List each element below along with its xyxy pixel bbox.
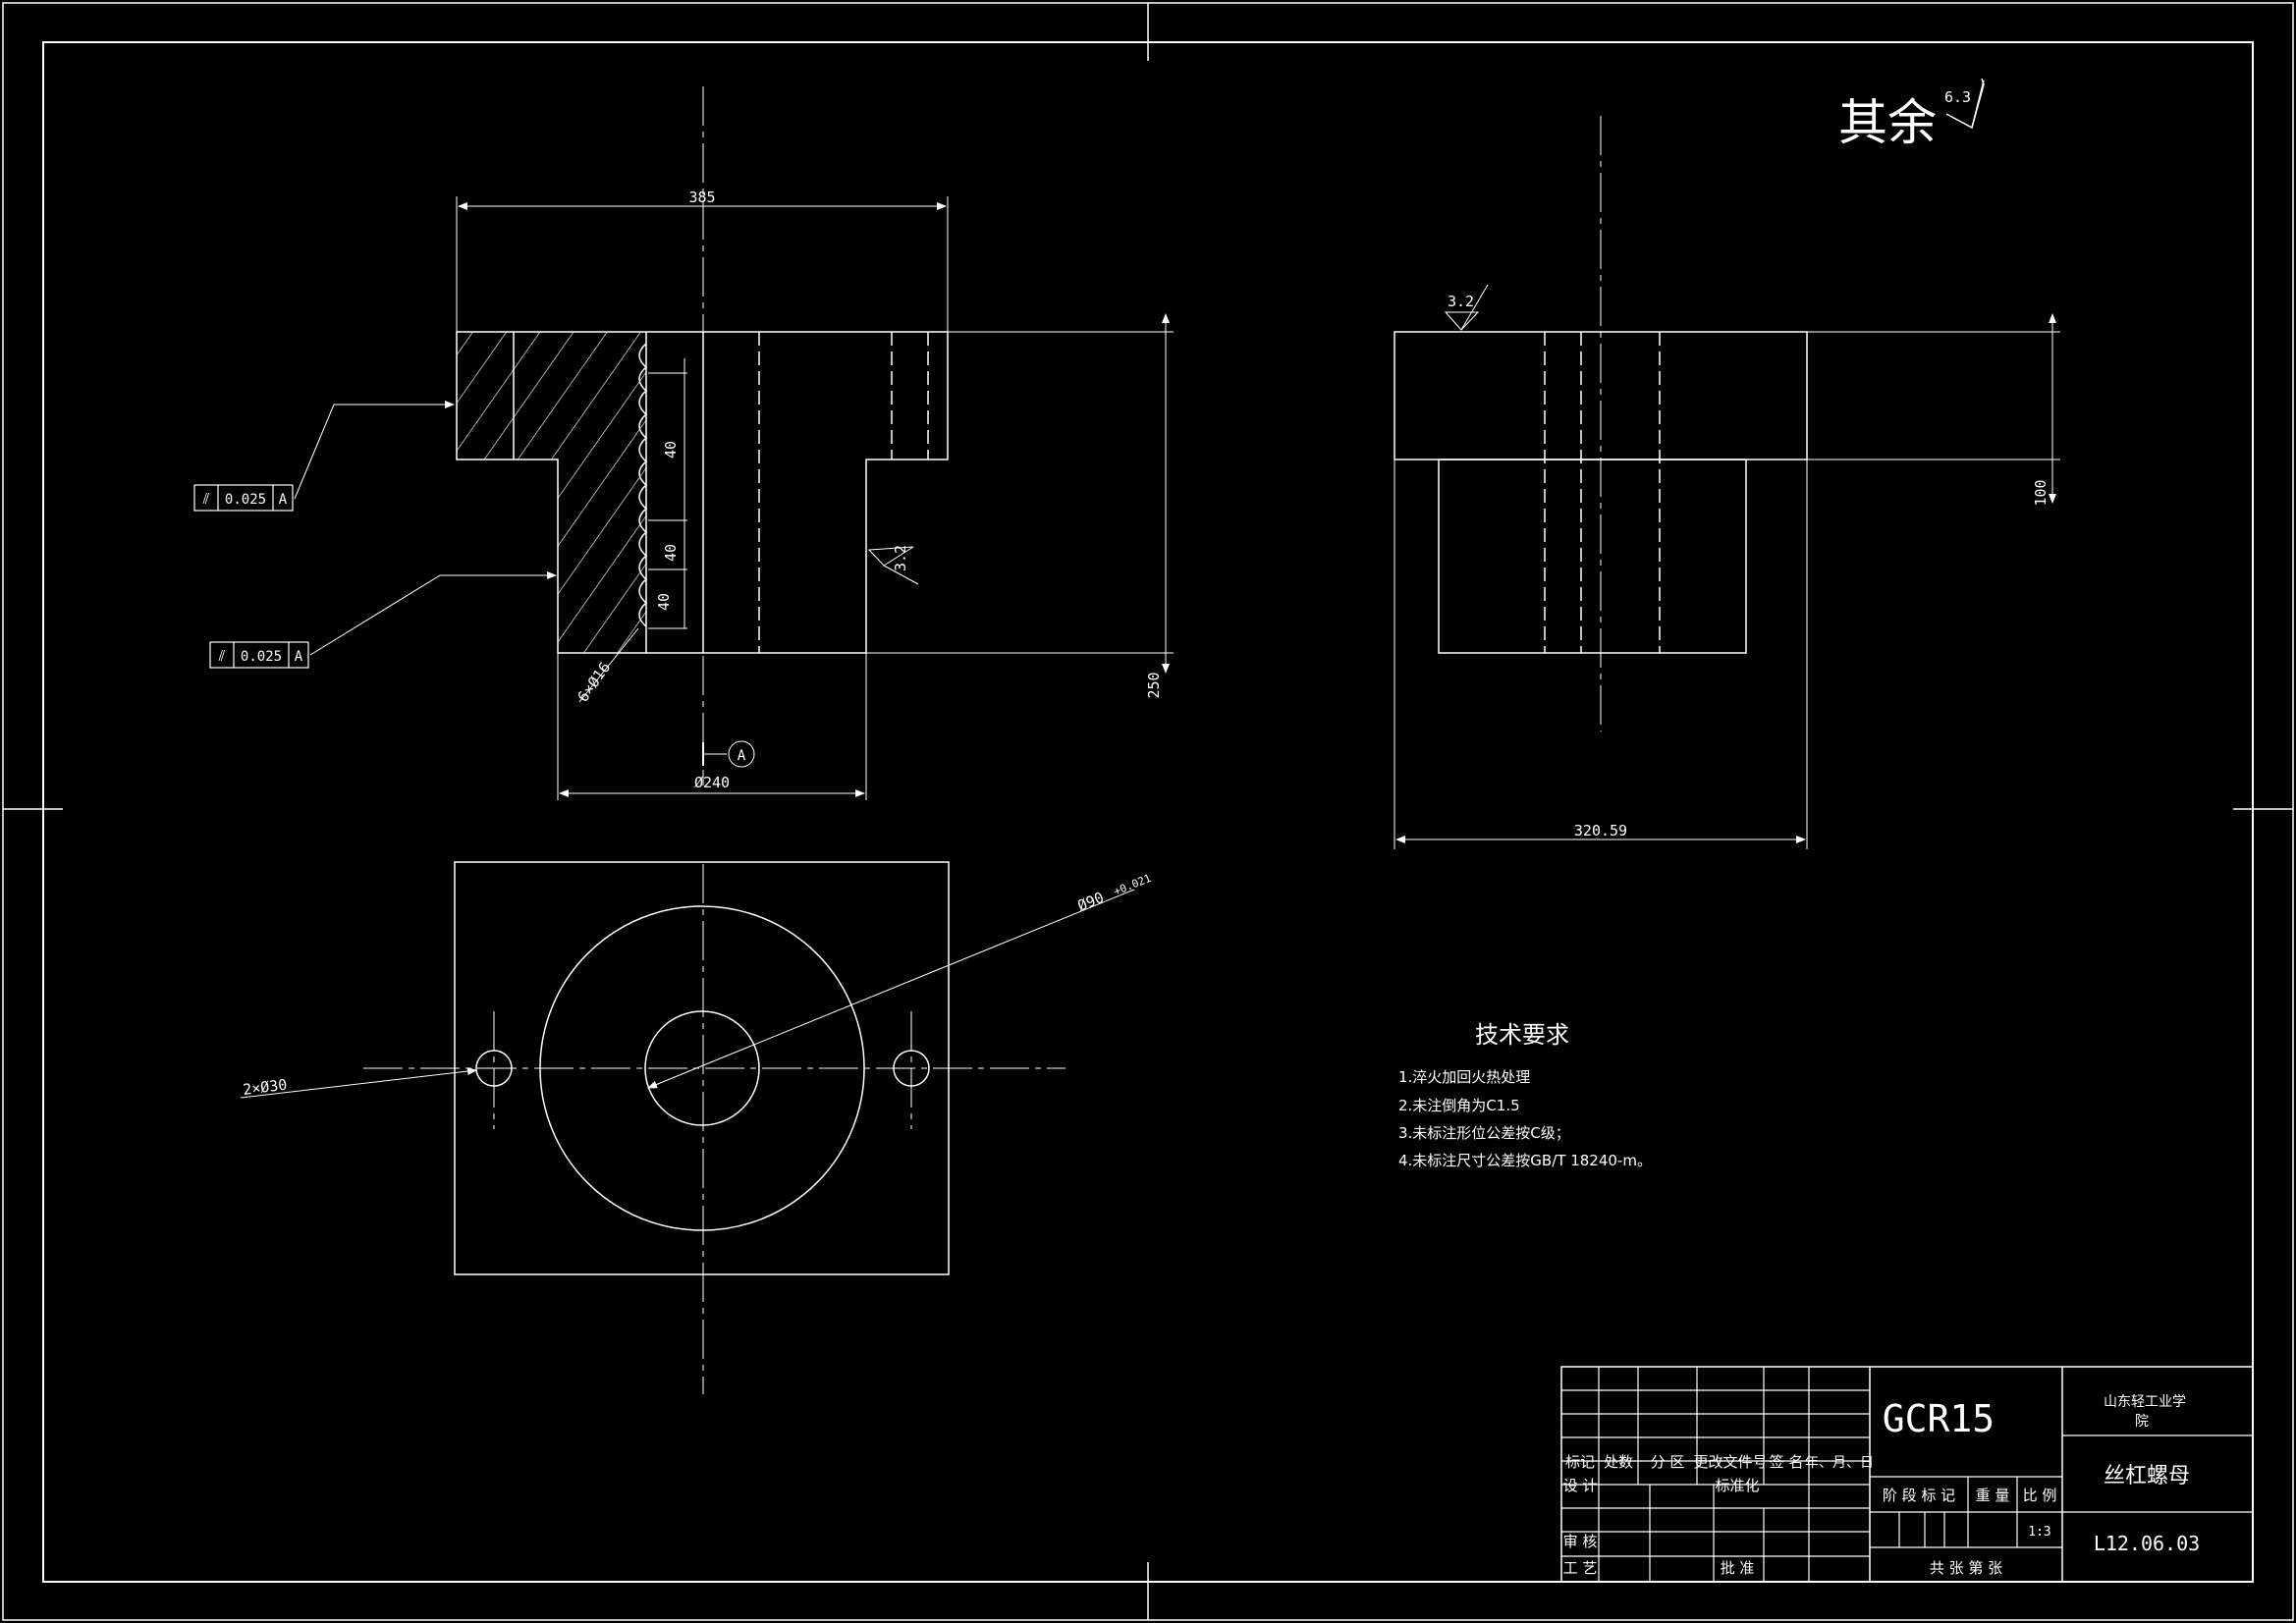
front-bore-dim: Ø240 bbox=[694, 774, 730, 791]
tech-req-item: 3.未标注形位公差按C级； bbox=[1398, 1124, 1570, 1142]
tech-req-item: 2.未注倒角为C1.5 bbox=[1398, 1097, 1520, 1114]
front-roughness: 3.2 bbox=[892, 545, 909, 571]
tolerance-datum-1: A bbox=[279, 492, 288, 508]
pitch-dim-2: 40 bbox=[662, 544, 680, 562]
stage-mark-label: 阶 段 标 记 bbox=[1883, 1487, 1955, 1504]
approve-label: 批 准 bbox=[1721, 1559, 1755, 1577]
drawing-number: L12.06.03 bbox=[2094, 1532, 2200, 1555]
weight-label: 重 量 bbox=[1976, 1487, 2010, 1504]
tolerance-frame-2: ⫽ 0.025 A bbox=[209, 641, 309, 669]
title-block bbox=[1560, 1366, 2254, 1583]
pitch-dim-1: 40 bbox=[662, 441, 680, 459]
scale-value: 1:3 bbox=[2028, 1525, 2050, 1540]
tolerance-value-1: 0.025 bbox=[225, 492, 266, 508]
tolerance-frame-1: ⫽ 0.025 A bbox=[193, 484, 294, 512]
header-signature: 签 名 bbox=[1770, 1453, 1804, 1471]
thread-label: 6×Ø16 bbox=[574, 659, 615, 705]
tech-req-item: 1.淬火加回火热处理 bbox=[1398, 1068, 1530, 1086]
remaining-roughness: 其余 6.3 bbox=[1838, 78, 1985, 151]
tech-req-item: 4.未标注尺寸公差按GB/T 18240-m。 bbox=[1398, 1152, 1652, 1169]
side-width-dim: 320.59 bbox=[1574, 822, 1627, 839]
scale-label: 比 例 bbox=[2023, 1487, 2057, 1504]
header-date: 年、月、日 bbox=[1805, 1455, 1874, 1471]
tolerance-datum-2: A bbox=[295, 649, 303, 665]
front-height-dim: 250 bbox=[1145, 672, 1163, 698]
front-width-dim: 385 bbox=[688, 189, 715, 206]
process-label: 工 艺 bbox=[1563, 1559, 1598, 1577]
tech-requirements: 技术要求 1.淬火加回火热处理 2.未注倒角为C1.5 3.未标注形位公差按C级… bbox=[1398, 1021, 1652, 1169]
inner-frame bbox=[42, 41, 2254, 1583]
pitch-dim-3: 40 bbox=[655, 593, 673, 611]
header-mark: 标记 bbox=[1565, 1453, 1595, 1471]
tech-req-title: 技术要求 bbox=[1475, 1021, 1569, 1049]
title-block-text: 标记 处数 分 区 更改文件号 签 名 年、月、日 设 计 标准化 审 核 工 … bbox=[1563, 1394, 2201, 1577]
design-label: 设 计 bbox=[1563, 1477, 1598, 1494]
header-change-doc: 更改文件号 bbox=[1693, 1453, 1767, 1471]
school-label: 山东轻工业学院 bbox=[2104, 1394, 2186, 1430]
parallelism-icon: ⫽ bbox=[218, 647, 226, 665]
remaining-roughness-value: 6.3 bbox=[1944, 88, 1971, 106]
header-zone: 分 区 bbox=[1651, 1453, 1685, 1471]
side-height-dim: 100 bbox=[2032, 479, 2050, 506]
parallelism-icon: ⫽ bbox=[202, 490, 210, 508]
top-view bbox=[240, 861, 1135, 1394]
dia-tolerance: +0.021 bbox=[1112, 872, 1153, 898]
header-count: 处数 bbox=[1604, 1453, 1633, 1471]
dia-label: Ø90 bbox=[1075, 889, 1107, 915]
material-label: GCR15 bbox=[1883, 1397, 1995, 1440]
part-name: 丝杠螺母 bbox=[2104, 1464, 2190, 1488]
sheet-info: 共 张 第 张 bbox=[1930, 1559, 2002, 1577]
review-label: 审 核 bbox=[1563, 1533, 1598, 1550]
remaining-roughness-label: 其余 bbox=[1838, 94, 1937, 151]
standardization-label: 标准化 bbox=[1715, 1477, 1759, 1494]
datum-label: A bbox=[738, 748, 746, 764]
front-view bbox=[294, 86, 1174, 800]
side-roughness: 3.2 bbox=[1448, 293, 1474, 310]
side-view bbox=[1394, 116, 2060, 849]
hole-label: 2×Ø30 bbox=[242, 1076, 288, 1099]
tolerance-value-2: 0.025 bbox=[241, 649, 282, 665]
